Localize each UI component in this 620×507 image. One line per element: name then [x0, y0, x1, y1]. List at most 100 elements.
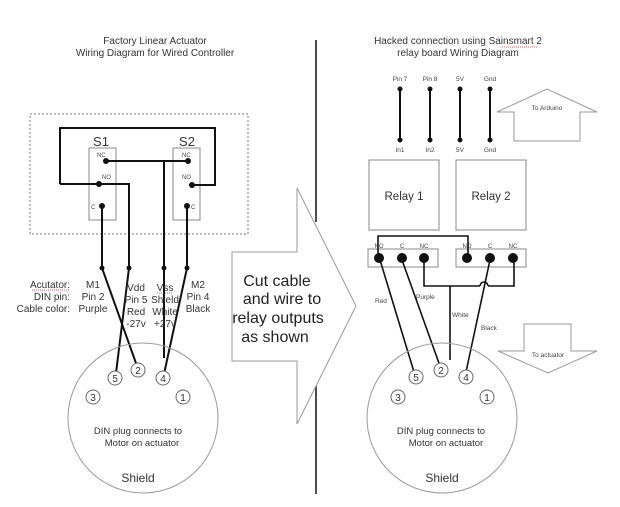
din-pin-2-label: 2 — [135, 366, 141, 377]
switch-s2-label: S2 — [179, 134, 195, 149]
legend-vdd-pin: Pin 5 — [125, 295, 148, 306]
relay-1-nc-terminal — [419, 253, 429, 263]
din-caption-line2: Motor on actuator — [105, 438, 179, 449]
right-title-line2: relay board Wiring Diagram — [397, 48, 519, 59]
to-actuator-arrow — [497, 323, 598, 374]
cable-legend: Acutator: DIN pin: Cable color: M1 Pin 2… — [17, 280, 212, 330]
s2-c-label: C — [191, 205, 196, 211]
arduino-pin7-label: Pin 7 — [393, 76, 408, 83]
relay-1-c-terminal — [397, 253, 407, 263]
right-arrow-shape — [231, 187, 357, 425]
relay-1-label: Relay 1 — [385, 191, 424, 203]
legend-vss-color: White — [152, 307, 178, 318]
legend-m2-actuator: M2 — [191, 280, 205, 291]
s1-nc-terminal — [103, 158, 109, 164]
pin7-terminal — [397, 86, 403, 92]
legend-m2-color: Black — [186, 304, 211, 315]
din-pin-3-label: 3 — [395, 393, 401, 404]
s2-c-terminal — [184, 203, 190, 209]
legend-m1-pin: Pin 2 — [82, 292, 105, 303]
to-arduino-label: To Arduino — [532, 105, 563, 112]
din-pin-5 — [107, 370, 123, 386]
legend-vss-voltage: +27v — [154, 319, 176, 330]
din-pin-1-label: 1 — [180, 393, 186, 404]
arduino-5v-label: 5V — [456, 76, 465, 83]
din-pin-2 — [130, 362, 146, 378]
relay-5v-label: 5V — [456, 147, 465, 154]
arrow-text-line4: as shown — [241, 329, 309, 346]
left-panel: Factory Linear Actuator Wiring Diagram f… — [17, 36, 249, 494]
din-pin-1-label: 1 — [484, 393, 490, 404]
relay-2-c-label: C — [488, 244, 493, 250]
arduino-pin8-label: Pin 8 — [423, 76, 438, 83]
arrow-text-line1: Cut cable — [243, 273, 311, 290]
legend-m1-actuator: M1 — [86, 280, 100, 291]
in2-terminal — [427, 137, 433, 143]
s1-no-terminal — [96, 181, 102, 187]
relay-1-no-label: NO — [375, 244, 384, 250]
din-shield-label: Shield — [425, 471, 458, 485]
gnd-bottom-terminal — [487, 137, 493, 143]
din-pin-5-label: 5 — [413, 373, 419, 384]
legend-vss-pin: Shield — [151, 295, 179, 306]
relay-gnd-label: Gnd — [484, 147, 497, 154]
vdd-junction — [126, 265, 132, 271]
arduino-gnd-label: Gnd — [484, 76, 497, 83]
arrow-text-line2: and wire to — [243, 291, 321, 308]
din-plug-outline — [366, 342, 518, 494]
wire-label-black: Black — [481, 325, 498, 332]
legend-row-actuator: Acutator: — [30, 280, 70, 291]
controller-box — [29, 113, 249, 235]
din-pin-1 — [175, 389, 191, 405]
relay-2-no-label: NO — [463, 244, 472, 250]
din-plug-left: 5 2 4 3 1 DIN plug connects to Motor on … — [67, 342, 219, 494]
din-pin-5-label: 5 — [112, 374, 118, 385]
relay-2-label: Relay 2 — [472, 191, 511, 203]
s1-c-terminal — [99, 203, 105, 209]
relay-in1-label: In1 — [395, 147, 404, 154]
5v-bottom-terminal — [457, 137, 463, 143]
gnd-top-terminal — [487, 86, 493, 92]
controller-wires — [59, 127, 216, 375]
s1-nc-label: NC — [97, 153, 106, 159]
s1-no-label: NO — [102, 175, 111, 181]
wire-label-red: Red — [375, 298, 387, 305]
controller-terminals — [96, 158, 195, 271]
din-pin-4 — [458, 369, 474, 385]
relay-wires — [377, 235, 515, 373]
legend-vss-actuator: Vss — [157, 283, 174, 294]
vss-junction — [161, 265, 167, 271]
s2-nc-label: NC — [182, 153, 191, 159]
wire-label-white: White — [452, 312, 469, 319]
legend-row-cable-color: Cable color: — [17, 304, 70, 315]
din-caption-line1: DIN plug connects to — [397, 426, 485, 437]
center-arrow: Cut cable and wire to relay outputs as s… — [231, 187, 357, 425]
5v-top-terminal — [457, 86, 463, 92]
in1-terminal — [397, 137, 403, 143]
din-pin-2-label: 2 — [438, 366, 444, 377]
arrow-text-line3: relay outputs — [232, 310, 324, 327]
relay-terminals — [374, 253, 518, 263]
m2-junction — [184, 265, 190, 271]
din-caption-line2: Motor on actuator — [409, 438, 483, 449]
relay-2-nc-label: NC — [509, 244, 518, 250]
din-pin-3 — [390, 389, 406, 405]
legend-row-din-pin: DIN pin: — [34, 292, 70, 303]
din-pin-4 — [155, 370, 171, 386]
din-pin-5 — [408, 369, 424, 385]
s1-c-label: C — [91, 205, 96, 211]
relay-in2-label: In2 — [425, 147, 434, 154]
relay-2-box — [455, 159, 527, 231]
legend-vdd-voltage: -27v — [126, 319, 145, 330]
arduino-wires — [399, 89, 491, 140]
pin8-terminal — [427, 86, 433, 92]
left-title-line2: Wiring Diagram for Wired Controller — [76, 48, 235, 59]
right-title-line1: Hacked connection using Sainsmart 2 — [374, 36, 542, 47]
din-pin-3-label: 3 — [90, 393, 96, 404]
relay-1-c-label: C — [400, 244, 405, 250]
din-pin-2 — [433, 362, 449, 378]
din-plug-outline — [67, 342, 219, 494]
legend-vdd-actuator: Vdd — [127, 283, 145, 294]
din-plug-right: 5 2 4 3 1 DIN plug connects to Motor on … — [366, 342, 518, 494]
relay-1-nc-label: NC — [420, 244, 429, 250]
